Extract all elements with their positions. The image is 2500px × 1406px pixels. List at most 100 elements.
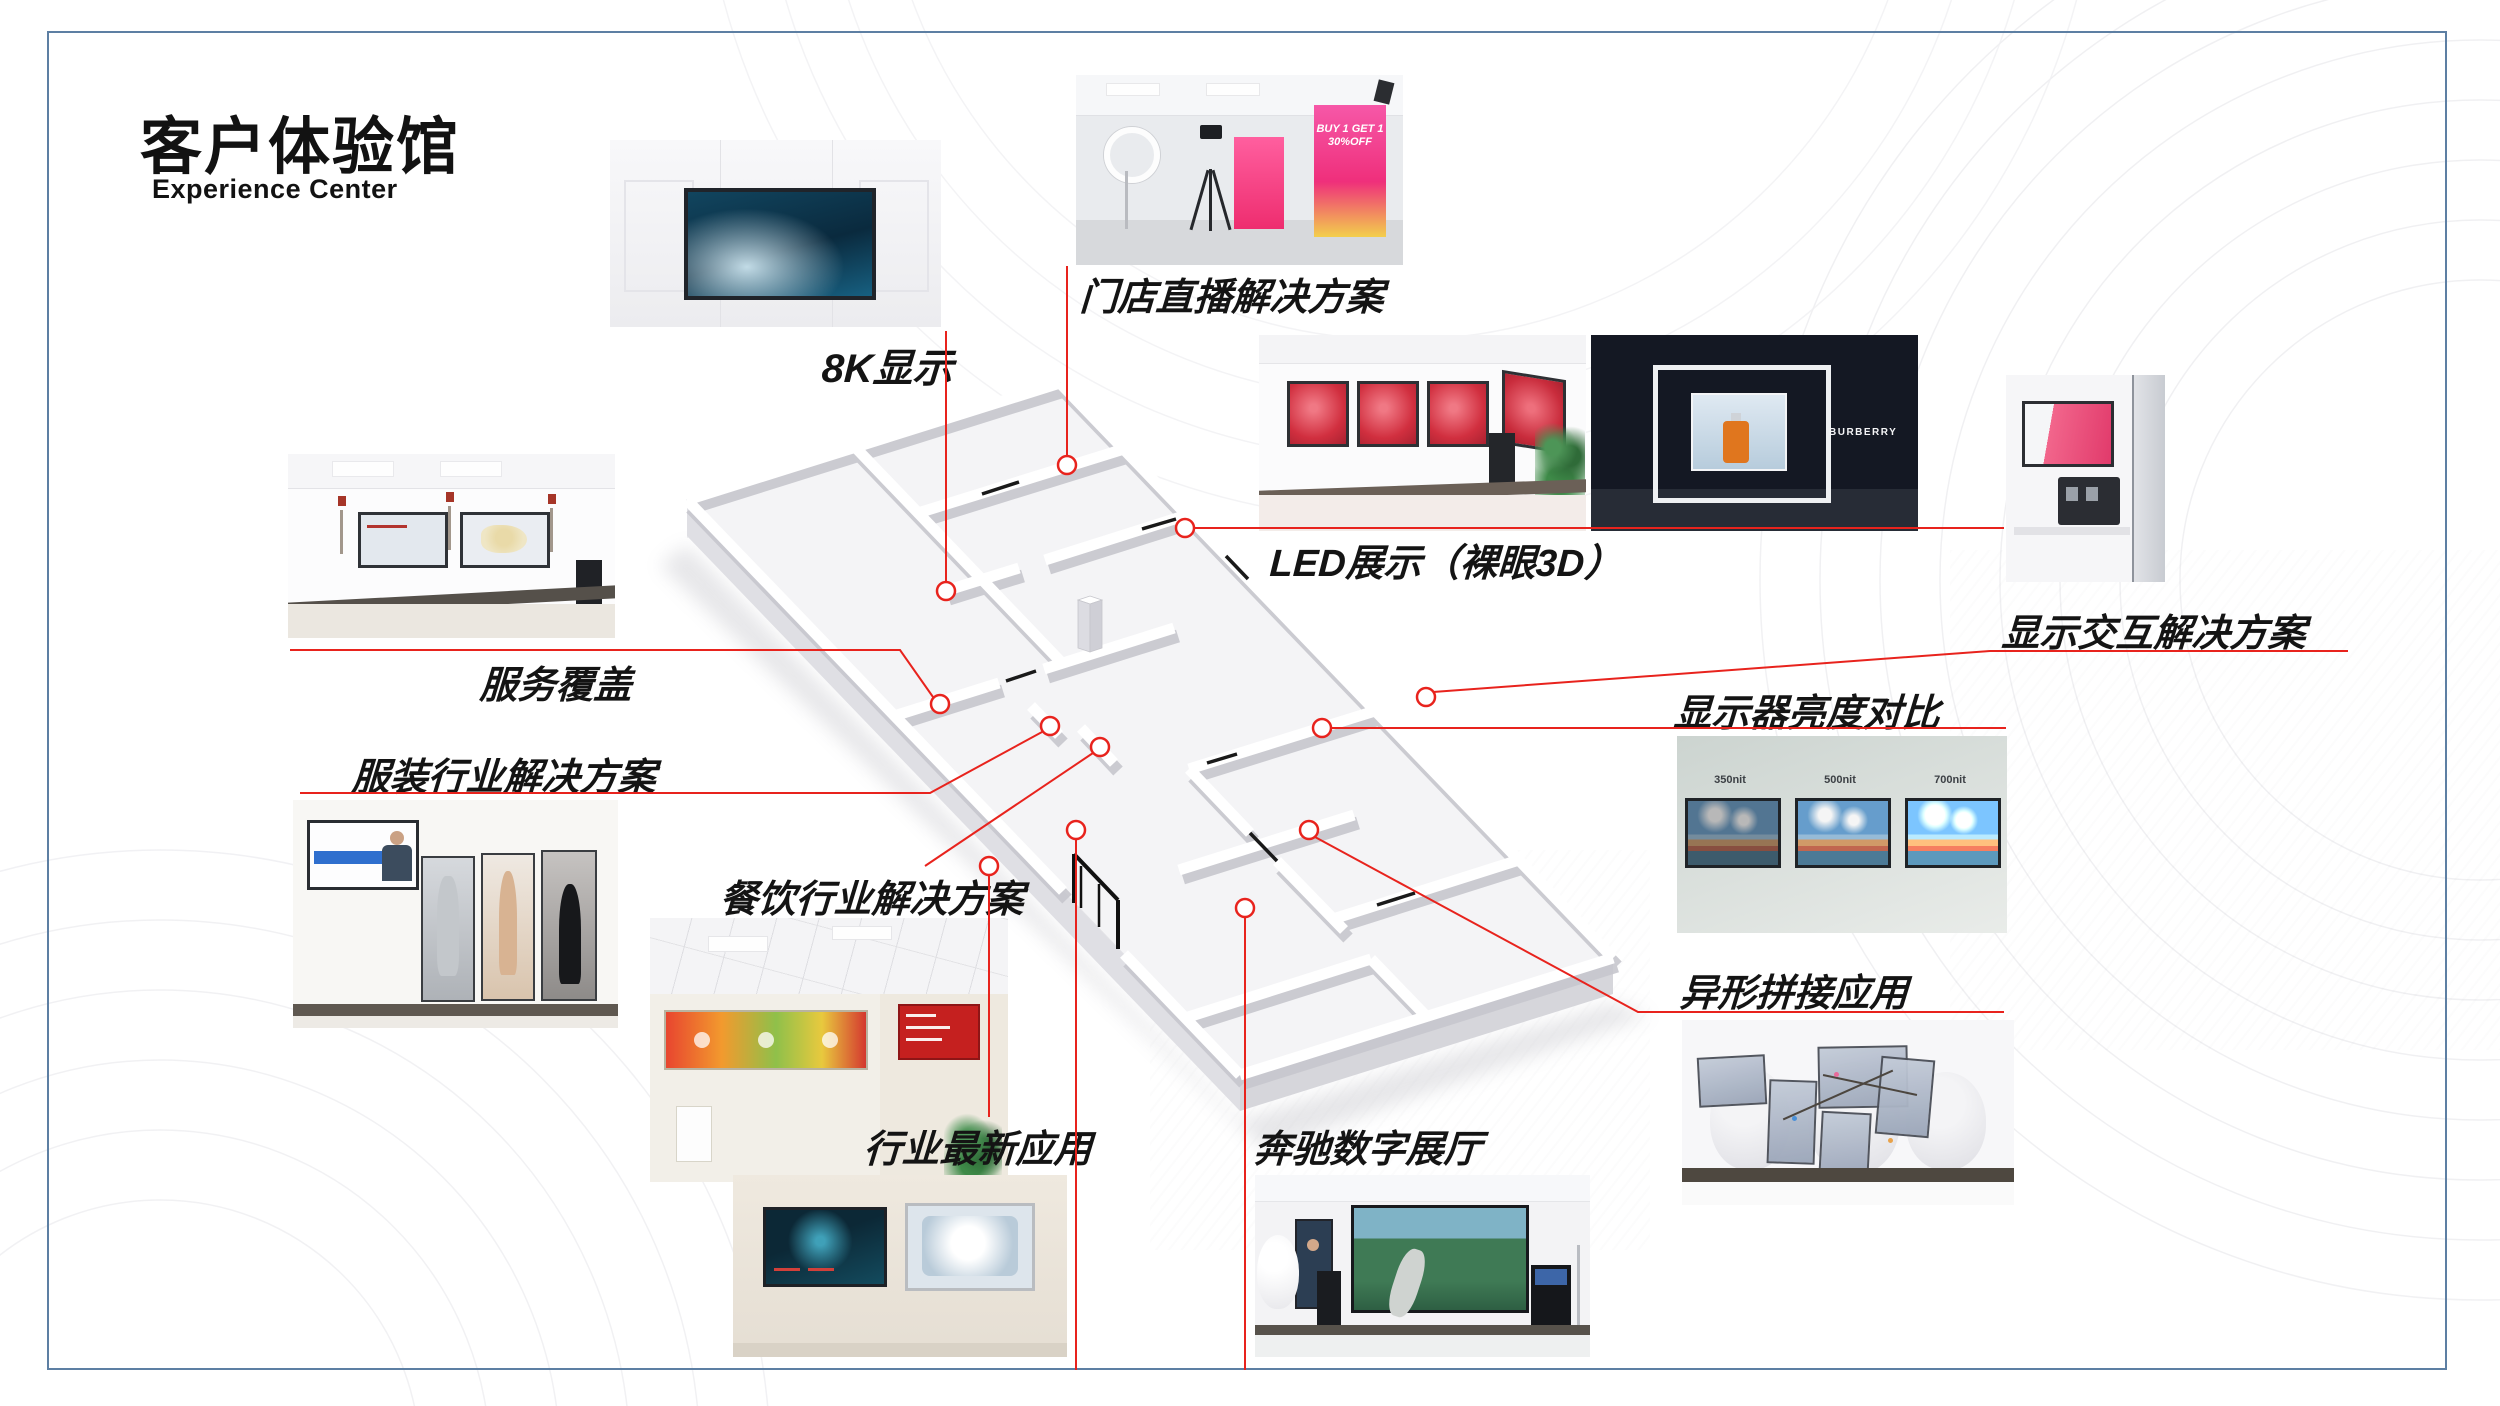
photo-brightness-comparison: 350nit 500nit 700nit	[1677, 736, 2007, 933]
photo-catering-solution	[650, 918, 1008, 1182]
presenter-face	[1307, 1239, 1319, 1251]
tilted-screen	[1766, 1079, 1818, 1165]
streak-texture	[1950, 550, 2500, 1050]
poster-black-dress	[541, 850, 597, 1001]
tilted-screen	[1874, 1055, 1936, 1139]
floor	[293, 1016, 618, 1028]
counter	[2014, 527, 2130, 535]
ceiling-light	[1206, 83, 1260, 96]
callout-led3d: LED展示（裸眼3D）	[1268, 543, 1624, 585]
nit-label: 500nit	[1824, 774, 1856, 786]
cartoon-figure	[822, 1032, 838, 1048]
ceiling-light	[708, 936, 768, 952]
ceiling	[1259, 335, 1586, 364]
nit-label: 700nit	[1934, 774, 1966, 786]
menu-text-line	[906, 1014, 936, 1017]
city-image	[1798, 801, 1888, 865]
perfume-cap	[1731, 413, 1741, 423]
callout-apparel: 服装行业解决方案	[350, 757, 657, 799]
calligraphy-column	[340, 510, 343, 554]
photo-apparel-solution	[293, 800, 618, 1028]
marble-baseboard	[293, 1004, 618, 1016]
ceiling-light	[332, 461, 394, 477]
model	[499, 871, 517, 975]
camera	[1200, 125, 1222, 139]
3d-box-frame	[1653, 365, 1831, 503]
tv-ocean-wave	[684, 188, 876, 300]
baseboard	[733, 1343, 1067, 1357]
tv-presenter	[307, 820, 419, 890]
callout-livestream: 门店直播解决方案	[1078, 277, 1385, 319]
promo-poster-small	[1234, 137, 1284, 229]
monitor-700nit	[1905, 798, 2001, 868]
floor-stand	[1577, 1245, 1580, 1331]
poster-statue	[421, 856, 475, 1002]
black-dress	[559, 884, 581, 984]
wall-edge	[2132, 375, 2134, 582]
calligraphy-seal	[548, 494, 556, 504]
slide-border	[47, 31, 2447, 1370]
photo-burberry-led-wall: BURBERRY	[1591, 335, 1918, 531]
statue	[437, 876, 459, 976]
callout-8k: 8K显示	[820, 347, 955, 391]
relief-map	[922, 1216, 1018, 1276]
calligraphy-seal	[338, 496, 346, 506]
interactive-screen	[2022, 401, 2114, 467]
plant	[944, 1110, 1002, 1180]
photo-livestream-studio: BUY 1 GET 1 30%OFF	[1076, 75, 1403, 265]
menu-text-line	[906, 1026, 950, 1029]
callout-benz: 奔驰数字展厅	[1252, 1129, 1483, 1171]
page-subtitle: Experience Center	[152, 174, 398, 204]
presenter-body	[382, 845, 412, 881]
city-image	[1688, 801, 1778, 865]
glossy-floor	[1255, 1335, 1590, 1357]
artwork-red-flowers	[1427, 381, 1489, 447]
screen-china-map	[460, 512, 550, 568]
cartoon-menu-band	[664, 1010, 868, 1070]
ceiling-grid	[650, 918, 1008, 994]
callout-catering: 餐饮行业解决方案	[718, 879, 1025, 921]
photo-service-coverage	[288, 454, 615, 638]
page-title: 客户体验馆	[140, 113, 461, 182]
podium-screen	[1535, 1269, 1567, 1285]
screen-hologram	[763, 1207, 887, 1287]
calligraphy-column	[550, 508, 553, 552]
photo-latest-apps	[733, 1175, 1067, 1357]
butterfly	[1888, 1138, 1893, 1143]
callout-brightness: 显示器亮度对比	[1672, 693, 1941, 735]
nit-label: 350nit	[1714, 774, 1746, 786]
floor	[1682, 1182, 2014, 1205]
black-device	[2058, 477, 2120, 525]
artwork-red-flowers	[1287, 381, 1349, 447]
city-image	[1908, 801, 1998, 865]
tilted-screen	[1696, 1054, 1768, 1108]
ring-light-icon	[1104, 127, 1160, 183]
device-screen	[2066, 487, 2078, 501]
screen-diagram	[358, 512, 448, 568]
mountain-road	[1383, 1245, 1431, 1321]
menu-text-line	[906, 1038, 942, 1041]
pillar	[1076, 595, 1104, 653]
video-wall-landscape	[1351, 1205, 1529, 1321]
callout-latest: 行业最新应用	[862, 1129, 1093, 1171]
cartoon-figure	[694, 1032, 710, 1048]
device-screen	[2086, 487, 2098, 501]
calligraphy-seal	[446, 492, 454, 502]
presenter-head	[390, 831, 404, 845]
red-text-line	[774, 1268, 800, 1271]
photo-benz-showroom	[1255, 1175, 1590, 1357]
marble-baseboard	[1255, 1325, 1590, 1335]
ceiling-light	[440, 461, 502, 477]
poster-model	[481, 853, 535, 1001]
artwork-red-flowers	[1357, 381, 1419, 447]
ceiling	[1255, 1175, 1590, 1202]
butterfly	[1792, 1116, 1797, 1121]
photo-led-gallery	[1259, 335, 1586, 531]
promo-text: BUY 1 GET 1 30%OFF	[1316, 123, 1384, 148]
callout-service: 服务覆盖	[478, 665, 633, 707]
black-cabinet	[1489, 433, 1515, 485]
egg-chair	[1257, 1235, 1299, 1309]
marble-baseboard	[1682, 1168, 2014, 1182]
burberry-text: BURBERRY	[1829, 427, 1898, 438]
